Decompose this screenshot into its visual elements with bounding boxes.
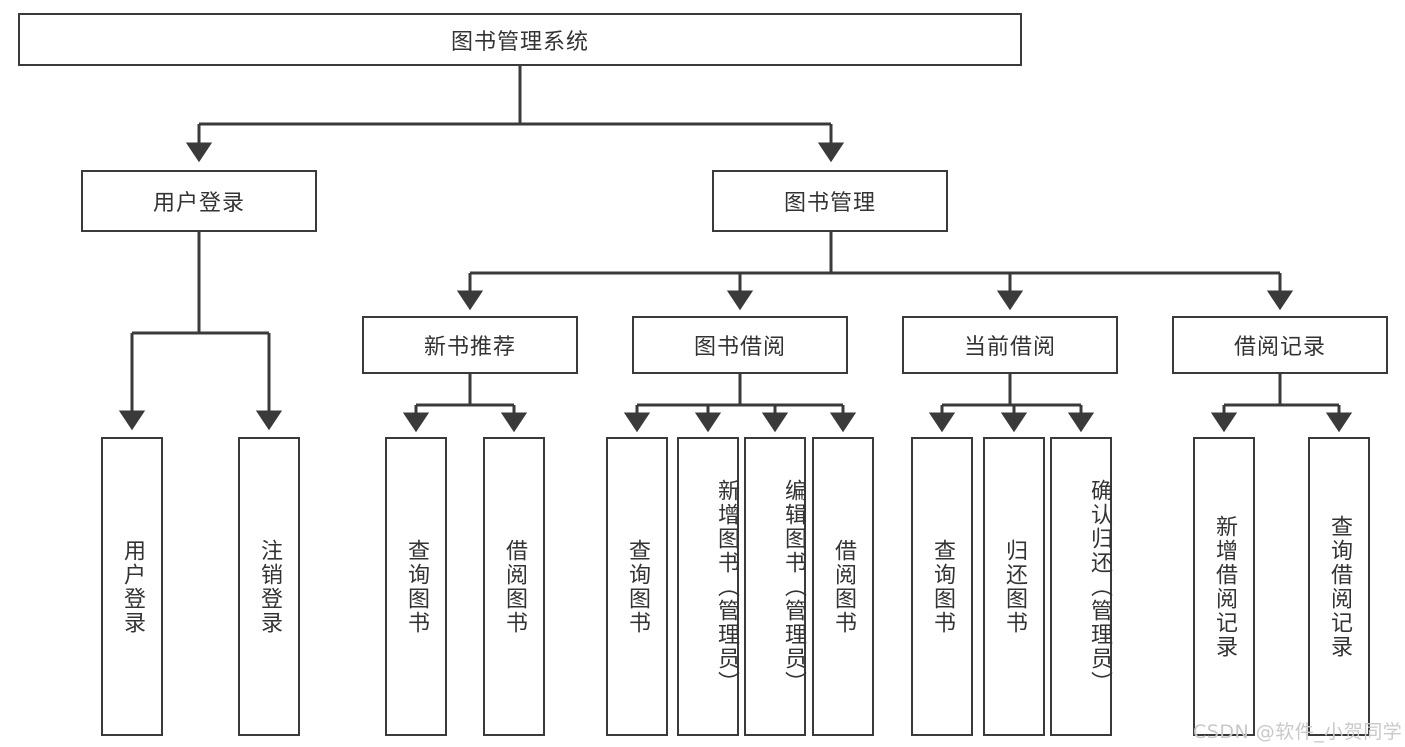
node-book-borrow[interactable]: 图书借阅 — [632, 316, 848, 374]
node-leaf-user-login-label: 用户登录 — [120, 538, 145, 635]
node-root[interactable]: 图书管理系统 — [18, 13, 1022, 66]
node-book-borrow-label: 图书借阅 — [693, 335, 786, 360]
node-leaf-query-book-3-label: 查询图书 — [930, 538, 955, 635]
node-current-borrow[interactable]: 当前借阅 — [902, 316, 1118, 374]
node-leaf-return-book-label: 归还图书 — [1002, 538, 1027, 635]
node-leaf-edit-book[interactable]: 编辑图书（管理员） — [744, 437, 806, 736]
node-leaf-query-book-2-label: 查询图书 — [625, 538, 650, 635]
node-leaf-borrow-book-2[interactable]: 借阅图书 — [812, 437, 874, 736]
node-new-book-recommend-label: 新书推荐 — [423, 335, 516, 360]
node-leaf-query-book-2[interactable]: 查询图书 — [606, 437, 668, 736]
node-leaf-query-record-label: 查询借阅记录 — [1327, 514, 1352, 659]
node-leaf-add-record-label: 新增借阅记录 — [1212, 514, 1237, 659]
node-leaf-edit-book-label: 编辑图书（管理员） — [781, 478, 806, 695]
node-leaf-logout-label: 注销登录 — [257, 538, 282, 635]
node-leaf-borrow-book-2-label: 借阅图书 — [831, 538, 856, 635]
node-leaf-confirm-return[interactable]: 确认归还（管理员） — [1050, 437, 1112, 736]
node-leaf-borrow-book-1[interactable]: 借阅图书 — [483, 437, 545, 736]
node-borrow-record-label: 借阅记录 — [1233, 335, 1326, 360]
node-user-login[interactable]: 用户登录 — [81, 170, 317, 232]
node-book-manage-label: 图书管理 — [783, 191, 876, 216]
node-current-borrow-label: 当前借阅 — [963, 335, 1056, 360]
node-leaf-add-book-label: 新增图书（管理员） — [714, 478, 739, 695]
node-leaf-query-book-3[interactable]: 查询图书 — [911, 437, 973, 736]
node-user-login-label: 用户登录 — [152, 191, 245, 216]
node-leaf-add-record[interactable]: 新增借阅记录 — [1193, 437, 1255, 736]
node-leaf-return-book[interactable]: 归还图书 — [983, 437, 1045, 736]
node-leaf-query-record[interactable]: 查询借阅记录 — [1308, 437, 1370, 736]
node-leaf-borrow-book-1-label: 借阅图书 — [502, 538, 527, 635]
csdn-watermark: CSDN @软件_小贺同学 — [1193, 721, 1403, 743]
node-leaf-add-book[interactable]: 新增图书（管理员） — [677, 437, 739, 736]
node-new-book-recommend[interactable]: 新书推荐 — [362, 316, 578, 374]
node-leaf-query-book-1[interactable]: 查询图书 — [385, 437, 447, 736]
node-borrow-record[interactable]: 借阅记录 — [1172, 316, 1388, 374]
node-book-manage[interactable]: 图书管理 — [712, 170, 948, 232]
node-leaf-user-login[interactable]: 用户登录 — [101, 437, 163, 736]
node-root-label: 图书管理系统 — [450, 29, 589, 55]
node-leaf-query-book-1-label: 查询图书 — [404, 538, 429, 635]
node-leaf-confirm-return-label: 确认归还（管理员） — [1087, 478, 1112, 695]
node-leaf-logout[interactable]: 注销登录 — [238, 437, 300, 736]
